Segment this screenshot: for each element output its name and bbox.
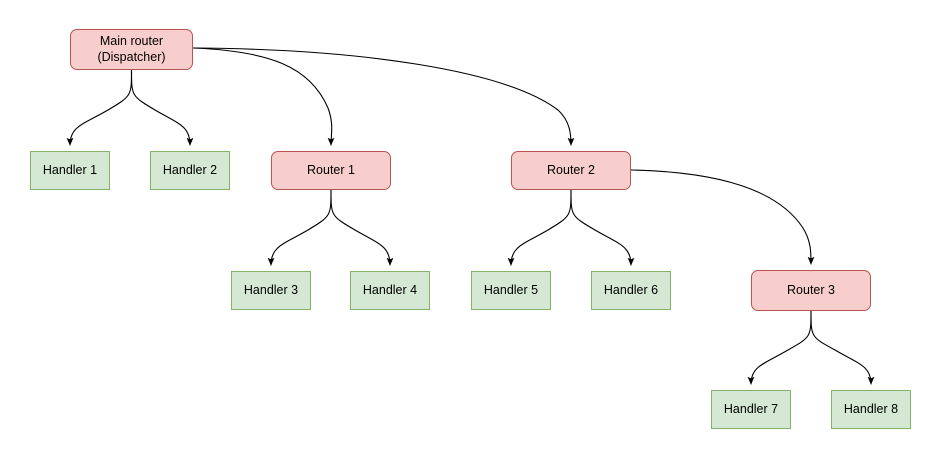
node-handler-1[interactable]: Handler 1: [30, 151, 110, 190]
node-handler-4[interactable]: Handler 4: [350, 271, 430, 310]
node-label-handler-2: Handler 2: [162, 162, 218, 177]
edge-main-to-handler-1: [66, 69, 133, 146]
node-router-1[interactable]: Router 1: [271, 151, 391, 190]
node-label-handler-7: Handler 7: [723, 401, 779, 416]
edge-router-3-to-handler-8: [810, 310, 875, 385]
node-handler-2[interactable]: Handler 2: [150, 151, 230, 190]
edge-router-2-to-handler-6: [570, 189, 635, 266]
node-label-handler-8: Handler 8: [843, 401, 899, 416]
node-label-handler-5: Handler 5: [483, 282, 539, 297]
node-router-3[interactable]: Router 3: [751, 270, 871, 311]
node-label-main-router: Main router (Dispatcher): [97, 34, 166, 64]
edge-router-1-to-handler-3: [267, 189, 332, 266]
node-label-handler-4: Handler 4: [362, 282, 418, 297]
edge-router-3-to-handler-7: [747, 310, 812, 385]
node-label-router-3: Router 3: [787, 282, 835, 297]
node-label-router-2: Router 2: [547, 162, 595, 177]
node-handler-5[interactable]: Handler 5: [471, 271, 551, 310]
node-handler-3[interactable]: Handler 3: [231, 271, 311, 310]
edge-main-to-router-2: [192, 47, 575, 146]
edge-main-to-router-1: [192, 47, 335, 146]
node-handler-7[interactable]: Handler 7: [711, 390, 791, 429]
node-handler-8[interactable]: Handler 8: [831, 390, 911, 429]
node-label-router-1: Router 1: [307, 162, 355, 177]
node-label-handler-1: Handler 1: [42, 162, 98, 177]
node-router-2[interactable]: Router 2: [511, 151, 631, 190]
edge-router-2-to-router-3: [630, 169, 815, 265]
edge-router-2-to-handler-5: [507, 189, 572, 266]
node-main-router[interactable]: Main router (Dispatcher): [70, 29, 193, 70]
edge-router-1-to-handler-4: [330, 189, 394, 266]
edge-main-to-handler-2: [130, 69, 194, 146]
node-label-handler-3: Handler 3: [243, 282, 299, 297]
node-handler-6[interactable]: Handler 6: [591, 271, 671, 310]
node-label-handler-6: Handler 6: [603, 282, 659, 297]
